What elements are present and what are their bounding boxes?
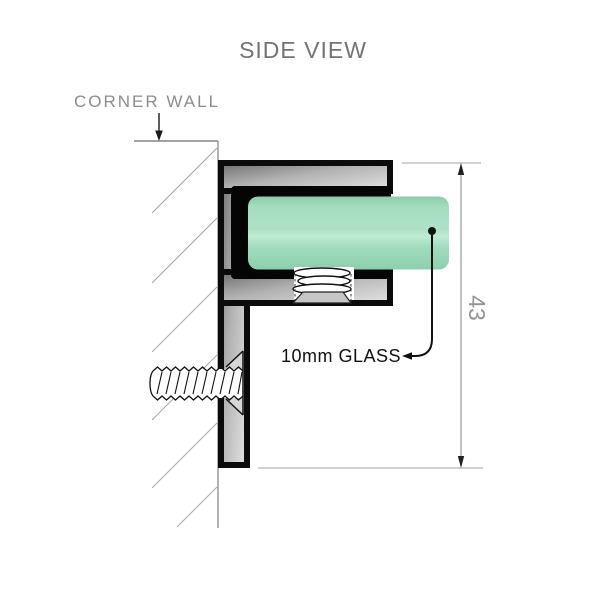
dim-arrow-down-icon — [457, 456, 465, 468]
wall-screw-threads — [149, 366, 244, 401]
glass-leader-dot — [428, 227, 436, 235]
page-title: SIDE VIEW — [239, 37, 367, 63]
grub-screw-cone — [291, 291, 353, 304]
wall-hatch — [151, 147, 218, 528]
glass-leader-line — [407, 235, 433, 357]
dim-arrow-up-icon — [457, 163, 465, 175]
corner-wall-label: CORNER WALL — [74, 92, 220, 111]
grub-screw — [291, 267, 354, 304]
glass-panel — [248, 196, 449, 270]
glass-label: 10mm GLASS — [281, 346, 401, 366]
wall-screw-countersink — [225, 350, 244, 416]
glass-leader-arrow-icon — [402, 352, 412, 360]
corner-wall-arrow-icon — [155, 113, 163, 141]
dim-value: 43 — [464, 295, 490, 321]
